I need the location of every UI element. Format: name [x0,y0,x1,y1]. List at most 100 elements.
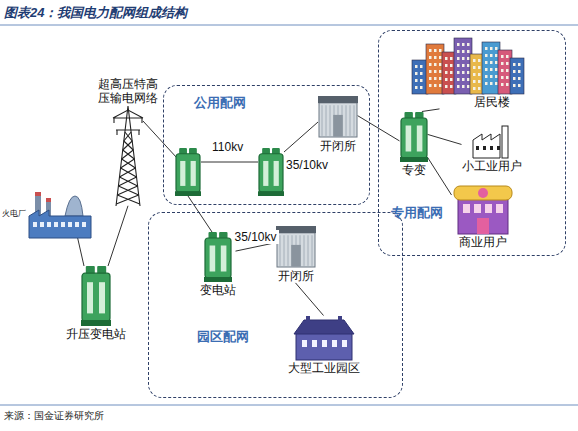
icon-part [176,154,200,192]
power-line [428,134,462,144]
icon-part [445,85,448,88]
icon-part [490,47,493,50]
icon-part [124,132,132,141]
icon-part [485,54,488,57]
icon-part [439,49,442,52]
icon-part [416,125,422,151]
icon-part [495,61,498,64]
icon-part [287,235,288,266]
icon-part [123,141,134,150]
region-label: 园区配网 [197,329,249,345]
icon-part [501,83,504,86]
icon-part [454,186,512,200]
icon-part [426,44,444,94]
illustration [175,148,284,196]
icon-part [114,118,142,135]
icon-part [478,80,481,83]
icon-part [61,222,65,227]
icon-part [401,118,427,158]
power-line [422,109,440,112]
icon-part [478,59,481,62]
icon-part [478,188,488,198]
icon-part [121,159,136,168]
node-label: 专变 [402,163,426,177]
icon-part [462,57,465,60]
icon-part [353,105,354,136]
region-label: 专用配网 [391,205,443,221]
icon-part [513,77,516,80]
icon-part [122,150,135,159]
icon-part [476,146,479,150]
icon-part [467,57,470,60]
icon-part [33,222,37,227]
icon-part [429,56,432,59]
kbs-icon [318,96,358,138]
icon-part [485,61,488,64]
icon-part [329,105,330,136]
icon-part [490,75,493,78]
icon-part [506,76,509,79]
icon-part [501,62,504,65]
icon-part [434,84,437,87]
icon-part [473,87,476,90]
icon-part [485,47,488,50]
power-plant: 火电厂 [2,190,91,238]
icon-part [490,61,493,64]
region-label: 公用配网 [194,95,246,111]
icon-part [485,68,488,71]
substation: 变电站 [200,232,236,297]
icon-part [445,64,448,67]
icon-part [473,134,500,158]
icon-part [518,84,521,87]
icon-part [473,66,476,69]
small-industry-user: 小工业用户 [462,126,522,173]
icon-part [478,87,481,90]
icon-part [325,105,326,136]
icon-part [482,42,500,94]
icon-part [485,204,492,213]
icon-part [445,57,448,60]
icon-part [457,57,460,60]
icon-part [81,320,111,326]
power-wire [201,162,258,163]
icon-part [485,75,488,78]
icon-part [462,50,465,53]
icon-part [429,63,432,66]
trans-icon [400,112,428,162]
icon-part [473,80,476,83]
icon-part [467,78,470,81]
transformer-icon [258,148,284,196]
icon-part [439,56,442,59]
power-wire [284,122,318,152]
title-rule [0,25,578,26]
icon-part [117,186,138,195]
trans-icon [204,232,232,282]
icon-part [439,70,442,73]
icon-part [457,78,460,81]
icon-part [54,222,58,227]
icon-part [47,222,51,227]
icon-part [429,84,432,87]
transformer-icon [175,148,201,196]
icon-part [296,332,352,360]
icon-part [473,59,476,62]
icon-part [518,63,521,66]
icon-part [495,75,498,78]
step-up-substation: 升压变电站 [66,266,126,341]
icon-part [312,340,317,347]
icon-part [434,63,437,66]
icon-part [501,76,504,79]
icon-part [205,238,231,278]
icon-part [490,146,493,150]
power-wire [143,121,177,158]
icon-part [322,340,327,347]
icon-part [82,273,110,321]
caption-rule [0,405,578,406]
dedicated-transformer: 专变 [400,112,428,177]
icon-part [458,196,508,234]
icon-part [463,204,470,213]
icon-part [259,154,283,192]
icon-part [87,282,93,313]
icon-part [338,316,342,324]
